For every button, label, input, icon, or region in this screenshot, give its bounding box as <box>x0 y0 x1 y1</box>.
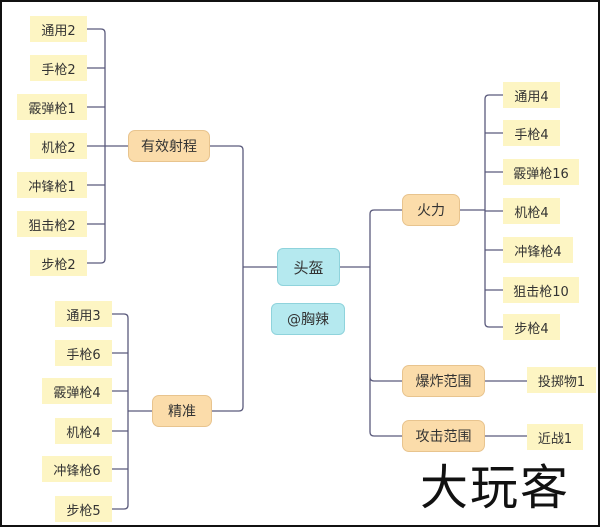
leaf-node[interactable]: 手枪4 <box>503 120 560 146</box>
leaf-node[interactable]: 霰弹枪1 <box>17 94 87 120</box>
leaf-node[interactable]: 狙击枪10 <box>503 277 579 303</box>
leaf-node[interactable]: 通用4 <box>503 82 560 108</box>
branch-firepower[interactable]: 火力 <box>402 194 460 226</box>
leaf-node[interactable]: 近战1 <box>527 424 583 450</box>
leaf-node[interactable]: 手枪2 <box>30 55 87 81</box>
branch-label: 有效射程 <box>141 139 197 155</box>
root-node[interactable]: 头盔 <box>277 248 340 286</box>
leaf-node[interactable]: 机枪4 <box>503 198 560 224</box>
leaf-node[interactable]: 机枪2 <box>30 133 87 159</box>
leaf-node[interactable]: 冲锋枪6 <box>42 456 112 482</box>
branch-blast[interactable]: 爆炸范围 <box>402 365 485 397</box>
leaf-node[interactable]: 步枪4 <box>503 314 560 340</box>
author-label: @胸辣 <box>287 312 329 328</box>
branch-label: 攻击范围 <box>415 429 472 445</box>
author-node[interactable]: @胸辣 <box>271 303 345 335</box>
leaf-node[interactable]: 霰弹枪16 <box>503 159 579 185</box>
leaf-node[interactable]: 机枪4 <box>55 418 112 444</box>
leaf-node[interactable]: 狙击枪2 <box>17 211 87 237</box>
leaf-node[interactable]: 步枪5 <box>55 496 112 522</box>
leaf-node[interactable]: 手枪6 <box>55 340 112 366</box>
root-title: 头盔 <box>293 258 324 277</box>
leaf-node[interactable]: 通用2 <box>30 16 87 42</box>
leaf-node[interactable]: 霰弹枪4 <box>42 378 112 404</box>
leaf-node[interactable]: 冲锋枪1 <box>17 172 87 198</box>
branch-label: 精准 <box>168 404 196 420</box>
watermark-logo: 大玩客 <box>420 460 571 516</box>
leaf-node[interactable]: 冲锋枪4 <box>503 237 573 263</box>
leaf-node[interactable]: 步枪2 <box>30 250 87 276</box>
leaf-node[interactable]: 通用3 <box>55 301 112 327</box>
branch-range[interactable]: 有效射程 <box>128 130 210 162</box>
branch-label: 爆炸范围 <box>415 374 472 390</box>
branch-accuracy[interactable]: 精准 <box>152 395 212 427</box>
branch-attack[interactable]: 攻击范围 <box>402 420 485 452</box>
leaf-node[interactable]: 投掷物1 <box>527 367 596 393</box>
branch-label: 火力 <box>417 203 445 219</box>
